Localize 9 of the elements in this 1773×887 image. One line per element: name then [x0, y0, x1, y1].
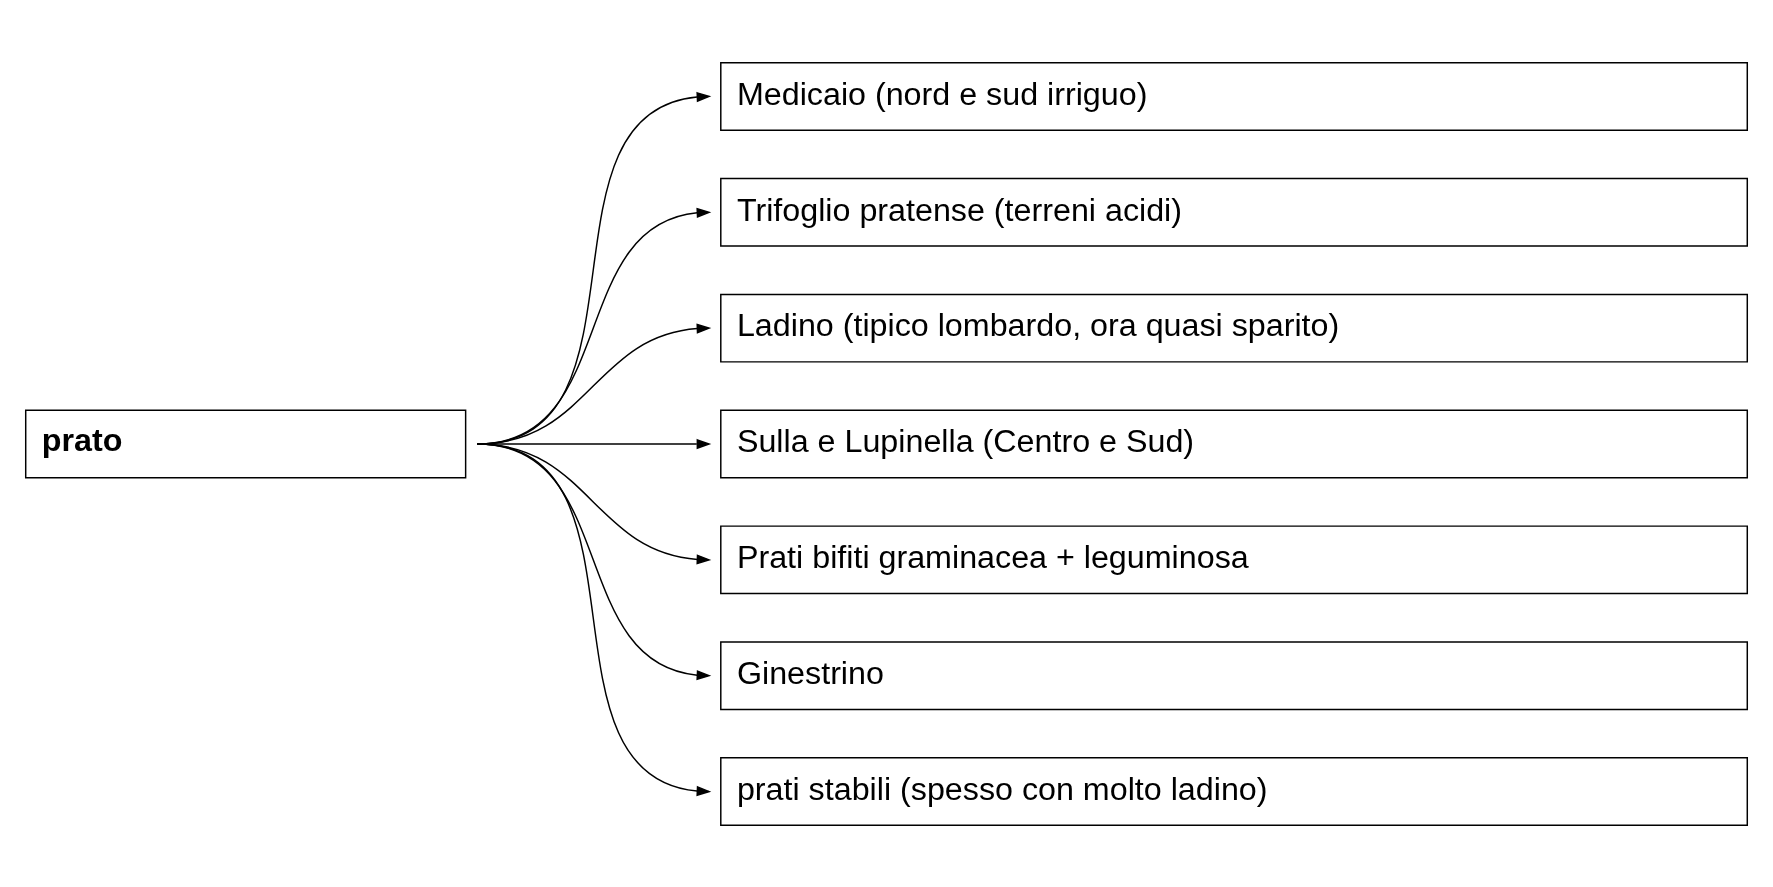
node-box: Ladino (tipico lombardo, ora quasi sparito): [720, 293, 1749, 363]
node-box: prati stabili (spesso con molto ladino): [720, 756, 1749, 826]
node-box: Trifoglio pratense (terreni acidi): [720, 177, 1749, 247]
node-box: Prati bifiti graminacea + leguminosa: [720, 524, 1749, 594]
node-box: Ginestrino: [720, 640, 1749, 710]
node-box: prato: [24, 409, 467, 478]
node-box: Medicaio (nord e sud irriguo): [720, 61, 1749, 131]
arrow: [476, 442, 712, 796]
node-box: Sulla e Lupinella (Centro e Sud): [720, 409, 1749, 478]
